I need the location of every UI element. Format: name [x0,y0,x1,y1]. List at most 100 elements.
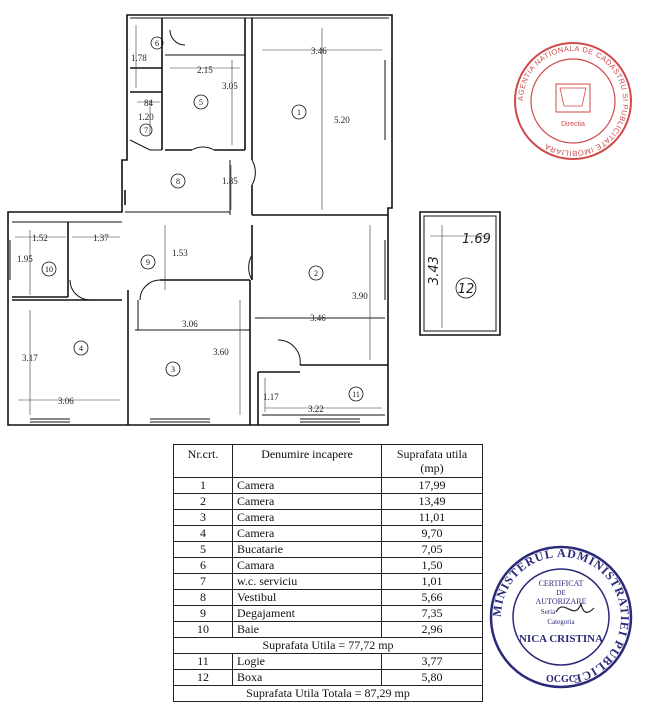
dim-r11-w: 3.22 [308,404,324,414]
cell-nr: 6 [173,557,233,574]
dim-r10-h: 1.95 [17,254,33,264]
cell-name: Camera [232,509,382,526]
cell-name: Logie [232,653,382,670]
cell-nr: 3 [173,509,233,526]
outer-wall [7,14,393,426]
room-label-8: 8 [176,177,180,186]
dim-r12-w: 1.69 [462,232,491,247]
room-area-table-wrap: Nr.crt. Denumire incapere Suprafata util… [173,444,483,702]
room-label-6: 6 [155,39,159,48]
certificate-line2: DE [556,589,565,597]
cell-area: 17,99 [381,477,483,494]
room-label-2: 2 [314,269,318,278]
cell-nr: 7 [173,573,233,590]
cell-area: 9,70 [381,525,483,542]
total-row: Suprafata Utila Totala = 87,29 mp [173,685,483,702]
dim-r9-h: 1.53 [172,248,188,258]
room-label-5: 5 [199,98,203,107]
cell-area: 1,01 [381,573,483,590]
room-label-12: 12 [458,282,475,297]
dim-r6-h: 1.78 [131,53,147,63]
room-label-3: 3 [171,365,175,374]
dim-r1-h: 5.20 [334,115,350,125]
dim-r3-h: 3.60 [213,347,229,357]
dim-hall-h: 1.85 [222,176,238,186]
certificate-line3: AUTORIZARE [536,597,587,606]
cell-nr: 1 [173,477,233,494]
room-area-table: Nr.crt. Denumire incapere Suprafata util… [173,444,483,702]
total-cell: Suprafata Utila Totala = 87,29 mp [173,685,483,702]
cell-nr: 10 [173,621,233,638]
cell-nr: 4 [173,525,233,542]
cell-name: Degajament [232,605,382,622]
agency-stamp-ring-text: AGENTIA NATIONALA DE CADASTRU SI PUBLICI… [516,44,630,158]
certificate-stamp: MINISTERUL ADMINISTRATIEI PUBLICE CERTIF… [490,545,633,689]
dim-r2-w: 3.46 [310,313,326,323]
cell-nr: 11 [173,653,233,670]
certificate-line5: Categoria [547,618,575,626]
cell-area: 3,77 [381,653,483,670]
dim-r5-h: 3.05 [222,81,238,91]
cell-name: Camera [232,525,382,542]
cell-name: w.c. serviciu [232,573,382,590]
certificate-line4: Seria [541,608,556,616]
cell-nr: 5 [173,541,233,558]
agency-stamp-sub: Directia [561,121,585,128]
subtotal-cell: Suprafata Utila = 77,72 mp [173,637,483,654]
dim-r10-w: 1.52 [32,233,48,243]
header-area: Suprafata utila (mp) [381,444,483,478]
header-nr: Nr.crt. [173,444,233,478]
room-label-4: 4 [79,344,83,353]
subtotal-row: Suprafata Utila = 77,72 mp [173,637,483,654]
floor-plan: 1 2 3 4 5 6 7 8 9 10 11 12 1.78 2.15 3.0… [7,14,501,426]
cell-nr: 2 [173,493,233,510]
certificate-name: NICA CRISTINA [519,633,603,645]
cell-name: Camara [232,557,382,574]
cell-name: Vestibul [232,589,382,606]
cell-area: 1,50 [381,557,483,574]
cell-nr: 9 [173,605,233,622]
dim-hall-w: 1.37 [93,233,109,243]
certificate-bottom: OCGC [546,674,576,685]
cell-nr: 12 [173,669,233,686]
table-header-row: Nr.crt. Denumire incapere Suprafata util… [173,444,483,478]
cell-area: 7,05 [381,541,483,558]
dim-r5-w: 2.15 [197,65,213,75]
cell-area: 11,01 [381,509,483,526]
cell-nr: 8 [173,589,233,606]
room-label-1: 1 [297,108,301,117]
certificate-line1: CERTIFICAT [539,579,584,588]
room-label-11: 11 [352,390,360,399]
cell-area: 5,80 [381,669,483,686]
svg-text:AGENTIA NATIONALA DE CADASTRU: AGENTIA NATIONALA DE CADASTRU SI PUBLICI… [516,44,630,158]
dim-r4-h: 3.17 [22,353,38,363]
cell-name: Boxa [232,669,382,686]
cell-name: Camera [232,477,382,494]
cell-name: Bucatarie [232,541,382,558]
cell-area: 13,49 [381,493,483,510]
dim-r7-h: 1.20 [138,112,154,122]
room-label-9: 9 [146,258,150,267]
cell-name: Baie [232,621,382,638]
header-name: Denumire incapere [232,444,382,478]
dim-r4-w: 3.06 [58,396,74,406]
cell-area: 5,66 [381,589,483,606]
cell-name: Camera [232,493,382,510]
room-label-10: 10 [45,265,53,274]
dim-r3-w: 3.06 [182,319,198,329]
room-label-7: 7 [144,126,148,135]
agency-stamp: AGENTIA NATIONALA DE CADASTRU SI PUBLICI… [514,42,632,160]
